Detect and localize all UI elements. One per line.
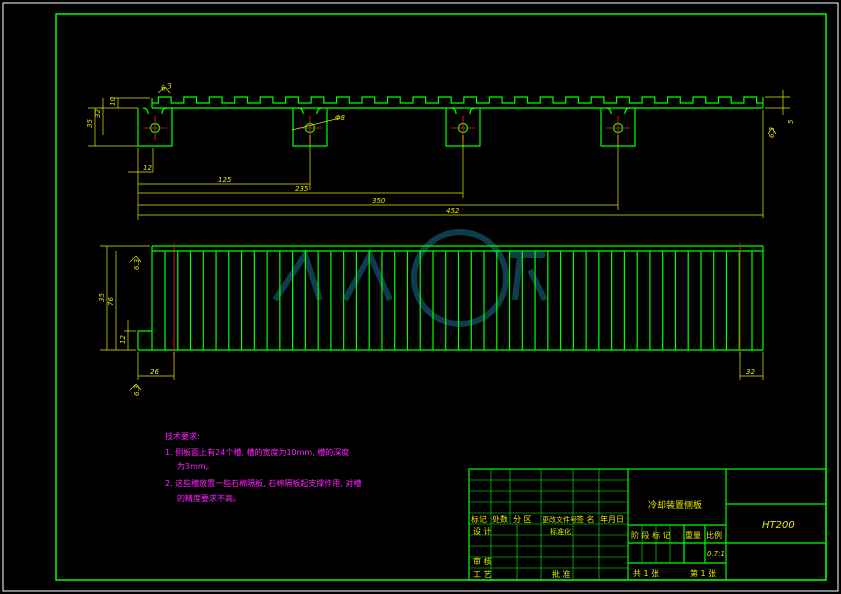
dim-35: 35 (86, 119, 94, 128)
dim-125: 125 (218, 176, 232, 184)
tb-change-doc: 更改文件号 (542, 515, 577, 524)
tb-process: 工 艺 (473, 570, 492, 579)
roughness-top-1: 6.3 (160, 82, 173, 93)
notes-line-3: 2. 这些槽放置一些石棉隔板, 石棉隔板起支撑作用, 对槽 (165, 478, 361, 488)
title-block (468, 468, 827, 581)
lug-fillet (142, 107, 168, 115)
tb-mark: 标记 (471, 514, 487, 524)
slot-lines (164, 251, 753, 350)
roughness-top-2: 6.3 (768, 127, 776, 138)
tb-count: 处数 (492, 514, 508, 524)
dim-12: 12 (143, 164, 152, 172)
scale-value: 0.7:1 (707, 550, 725, 558)
tb-date: 年月日 (600, 514, 624, 524)
front-view (137, 245, 764, 351)
dim-235: 235 (295, 185, 309, 193)
tb-sheets-total: 共 1 张 (633, 569, 659, 578)
material: HT200 (762, 520, 795, 531)
tb-zone: 分 区 (513, 515, 532, 524)
notes-title: 技术要求: (165, 431, 200, 441)
dim-350: 350 (372, 197, 386, 205)
dim-32: 32 (94, 109, 102, 118)
tb-sign: 签 名 (576, 514, 595, 524)
top-view (137, 96, 764, 147)
tb-stage-mark: 阶 段 标 记 (631, 530, 671, 540)
tb-approve: 批 准 (552, 569, 571, 579)
tb-weight: 重量 (685, 530, 701, 540)
front-dimensions (100, 245, 764, 391)
roughness-front-1: 6.3 (133, 259, 141, 270)
dim-front-32: 32 (746, 368, 755, 376)
dim-hole-dia: Φ8 (335, 114, 346, 122)
tb-scale-label: 比例 (706, 530, 722, 540)
dim-front-76: 76 (107, 297, 115, 306)
dim-front-12: 12 (119, 335, 127, 344)
slot-teeth-profile (152, 96, 763, 104)
roughness-front-2: 6.3 (133, 385, 141, 396)
top-dimensions (88, 86, 790, 220)
lug-fillet (297, 107, 323, 115)
notes-line-1: 1. 侧板面上有24个槽, 槽的宽度为10mm, 槽的深度 (165, 447, 349, 457)
dim-10: 10 (109, 97, 117, 106)
lug-fillet (605, 107, 631, 115)
tb-standardize: 标准化 (550, 527, 571, 536)
mounting-lug (137, 108, 173, 147)
drawing-border (55, 13, 827, 581)
lug-fillet (450, 107, 476, 115)
part-name: 冷却装置侧板 (648, 499, 702, 511)
notes-line-4: 的精度要求不高。 (177, 493, 241, 503)
tb-sheet-no: 第 1 张 (690, 568, 716, 578)
dim-452: 452 (446, 207, 460, 215)
dim-front-26: 26 (150, 368, 159, 376)
tb-design: 设 计 (473, 526, 492, 536)
dim-front-35: 35 (98, 293, 106, 302)
mounting-lugs (137, 107, 636, 147)
notes-line-2: 为3mm。 (177, 461, 214, 471)
tb-review: 审 核 (473, 556, 492, 566)
dim-5: 5 (787, 119, 795, 124)
